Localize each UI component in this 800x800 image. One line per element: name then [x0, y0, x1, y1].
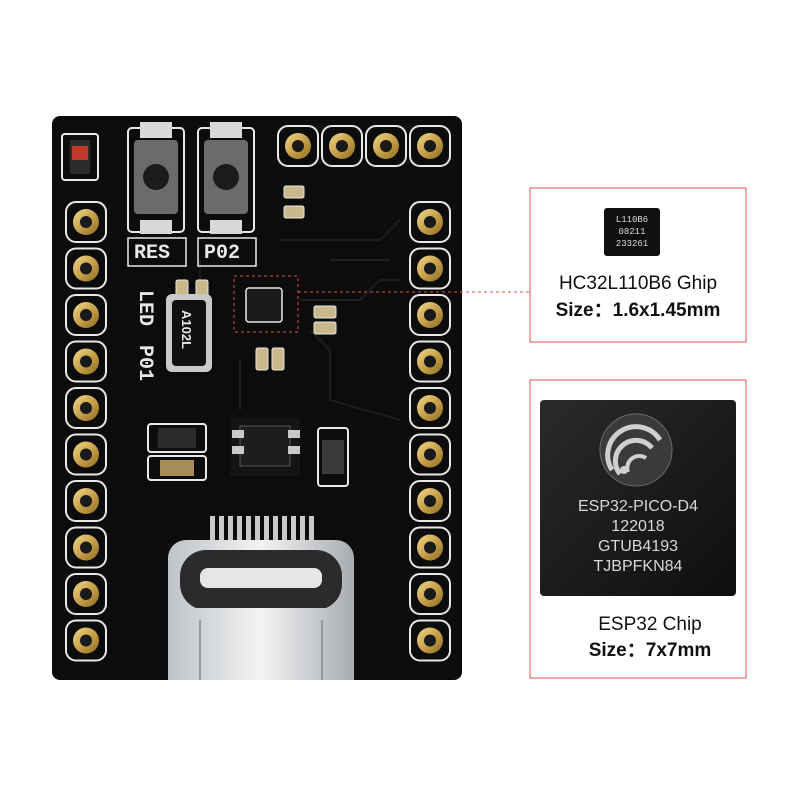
silk-p02: P02	[204, 242, 240, 265]
esp32-marking-line4: TJBPFKN84	[594, 558, 683, 575]
regulator-area	[147, 418, 349, 487]
p02-button	[197, 122, 255, 234]
esp32-marking-line3: GTUB4193	[598, 538, 678, 555]
espressif-logo	[599, 413, 673, 487]
left-header-pins	[65, 201, 107, 662]
hc32-marking-line3: 233261	[616, 239, 648, 249]
hc32-caption-title: HC32L110B6 Ghip	[559, 273, 717, 294]
usb-c-connector	[168, 516, 354, 680]
smd-components	[175, 185, 337, 371]
esp32-chip-closeup: ESP32-PICO-D4 122018 GTUB4193 TJBPFKN84	[540, 400, 736, 596]
crystal-marking: A102L	[179, 310, 194, 349]
pcb-traces	[199, 219, 401, 421]
hc32-marking-line1: L110B6	[616, 215, 648, 225]
esp32-marking-line2: 122018	[611, 518, 664, 535]
silk-led: LED	[133, 290, 156, 326]
right-header-pins	[409, 201, 451, 662]
hc32-chip-on-board	[233, 275, 299, 333]
reset-button	[127, 122, 185, 234]
silk-res: RES	[134, 242, 170, 265]
crystal-oscillator: A102L	[166, 294, 212, 372]
esp32-caption-title: ESP32 Chip	[598, 614, 702, 635]
top-header-pins	[277, 125, 451, 167]
hc32-chip-closeup: L110B6 08211 233261	[604, 208, 660, 256]
hc32-caption-size: Size：1.6x1.45mm	[556, 300, 721, 321]
esp32-marking-line1: ESP32-PICO-D4	[578, 498, 698, 515]
pcb-board	[52, 116, 462, 680]
hc32-marking-line2: 08211	[618, 227, 645, 237]
esp32-caption-size: Size：7x7mm	[589, 640, 712, 661]
led-component	[61, 133, 99, 181]
silk-p01: P01	[133, 345, 156, 381]
